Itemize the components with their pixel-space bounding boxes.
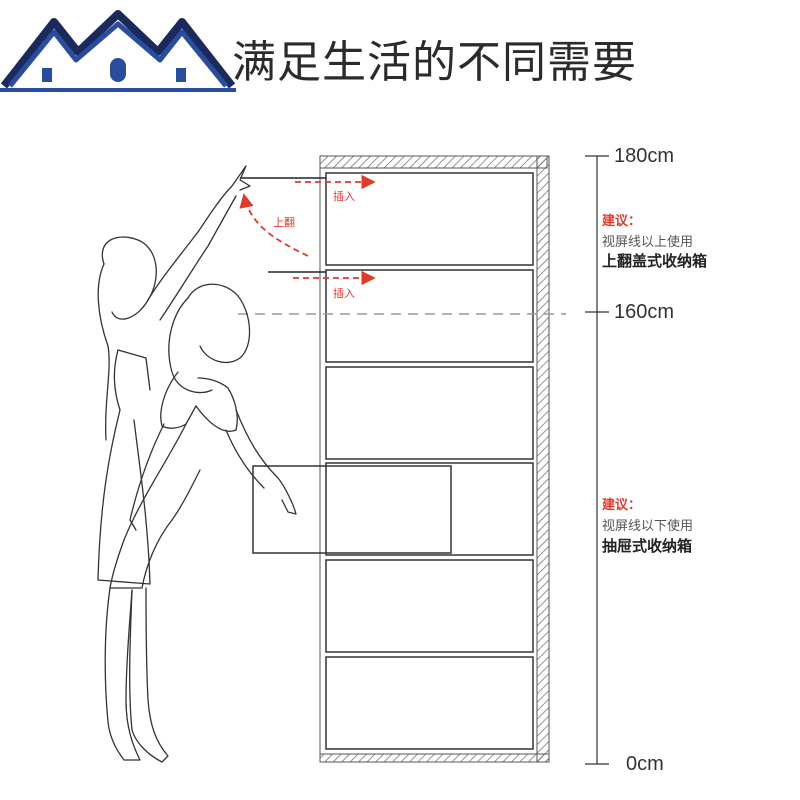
upper-note-line2: 上翻盖式收纳箱	[602, 253, 708, 270]
cabinet-bottom-wall	[319, 753, 550, 763]
drawer-box-3	[325, 559, 534, 653]
drawer-box-2	[325, 462, 534, 556]
height-ruler	[585, 155, 609, 765]
lower-note-title: 建议：	[602, 497, 642, 512]
flip-up-arrow	[239, 193, 309, 257]
flip-box-1	[325, 172, 534, 266]
lower-note-line2: 抽屉式收纳箱	[602, 538, 693, 555]
cabinet-right-wall	[536, 155, 550, 763]
cabinet-top-wall	[319, 155, 548, 169]
storage-boxes	[325, 172, 534, 750]
flip-up-label: 上翻	[273, 217, 295, 229]
pulled-drawer	[252, 465, 452, 554]
house-roofs-logo-icon	[0, 0, 236, 100]
drawer-box-1	[325, 366, 534, 460]
drawer-box-4	[325, 656, 534, 750]
insert-label-top: 插入	[333, 191, 355, 203]
headline: 满足生活的不同需要	[232, 37, 637, 88]
scale-label-eye: 160cm	[614, 301, 675, 323]
upper-note-title: 建议：	[602, 213, 642, 228]
scale-label-bottom: 0cm	[626, 753, 664, 775]
flip-box-2	[325, 269, 534, 363]
scale-label-top: 180cm	[614, 145, 675, 167]
person-reaching-figures	[97, 165, 297, 763]
lower-note-line1: 视屏线以下使用	[602, 518, 694, 533]
insert-label-second: 插入	[333, 288, 355, 300]
upper-note-line1: 视屏线以上使用	[602, 234, 694, 249]
